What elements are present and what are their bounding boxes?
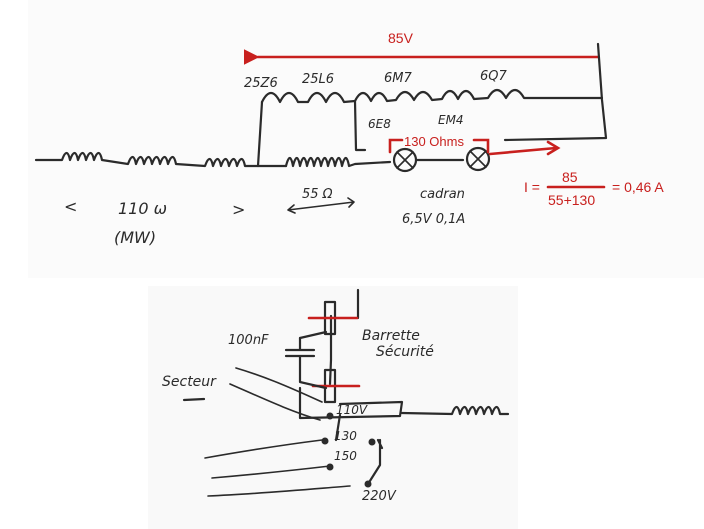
cadran-label: cadran <box>420 187 465 202</box>
formula-lhs: I = <box>524 179 540 195</box>
left-branch-wire <box>256 100 264 168</box>
tap-dot-150 <box>326 463 334 471</box>
main-line-coils <box>34 151 288 168</box>
band-label: (MW) <box>114 228 156 247</box>
tap-dot-130 <box>321 437 329 445</box>
mains-wire-3 <box>204 439 323 459</box>
secteur-underline <box>182 397 206 402</box>
barrette-label-2: Sécurité <box>376 344 434 360</box>
left-arrow-gt: > <box>232 200 245 219</box>
tap-dot-selector <box>368 438 376 446</box>
tap-board-frame <box>298 386 404 486</box>
lamp-branch-wire <box>353 99 367 152</box>
resistance-bracket <box>388 138 490 154</box>
coil-55-arrow <box>287 197 355 214</box>
tap-dot-220 <box>364 480 372 488</box>
capacitor <box>284 336 328 390</box>
fuse-strip-wire <box>328 288 360 386</box>
tap-label-150: 150 <box>334 449 357 463</box>
supply-wire-right <box>503 42 608 142</box>
coil-55-ohm <box>284 156 392 168</box>
tube-label-25z6: 25Z6 <box>244 76 278 91</box>
tube-label-25l6: 25L6 <box>302 72 334 87</box>
tube-label-6m7: 6M7 <box>384 71 412 86</box>
resistance-label: 130 Ohms <box>404 134 464 149</box>
mains-wire-1 <box>235 367 323 403</box>
transformer-coil-right <box>400 405 510 416</box>
left-arrow-lt: < <box>64 197 77 216</box>
tap-label-130: 130 <box>334 429 357 443</box>
dial-lamp-2 <box>465 146 491 172</box>
capacitor-lead <box>298 330 328 340</box>
barrette-label-1: Barrette <box>362 328 420 344</box>
capacitor-label: 100nF <box>228 333 269 348</box>
secteur-label: Secteur <box>162 374 217 390</box>
dial-lamp-1 <box>392 147 418 173</box>
tap-label-110: 110V <box>336 403 368 417</box>
tube-label-em4: EM4 <box>438 113 464 127</box>
formula-result: = 0,46 A <box>612 179 664 195</box>
current-arrowhead <box>546 140 561 156</box>
cadran-rating: 6,5V 0,1A <box>402 212 465 227</box>
formula-numerator: 85 <box>562 169 578 185</box>
left-resistance-value: 110 ω <box>118 199 167 218</box>
voltage-label: 85V <box>388 30 414 46</box>
coil-55-label: 55 Ω <box>302 187 333 202</box>
mains-wire-2 <box>229 383 321 421</box>
tube-filament-chain <box>260 88 604 104</box>
mains-wire-4 <box>211 465 331 479</box>
tube-label-6q7: 6Q7 <box>480 69 508 84</box>
tap-label-220: 220V <box>362 489 397 504</box>
tap-dot-110 <box>326 412 334 420</box>
formula-denominator: 55+130 <box>548 192 595 208</box>
tube-label-6e8: 6E8 <box>368 117 391 131</box>
current-arrow <box>488 146 558 156</box>
mains-wire-5 <box>207 485 351 497</box>
